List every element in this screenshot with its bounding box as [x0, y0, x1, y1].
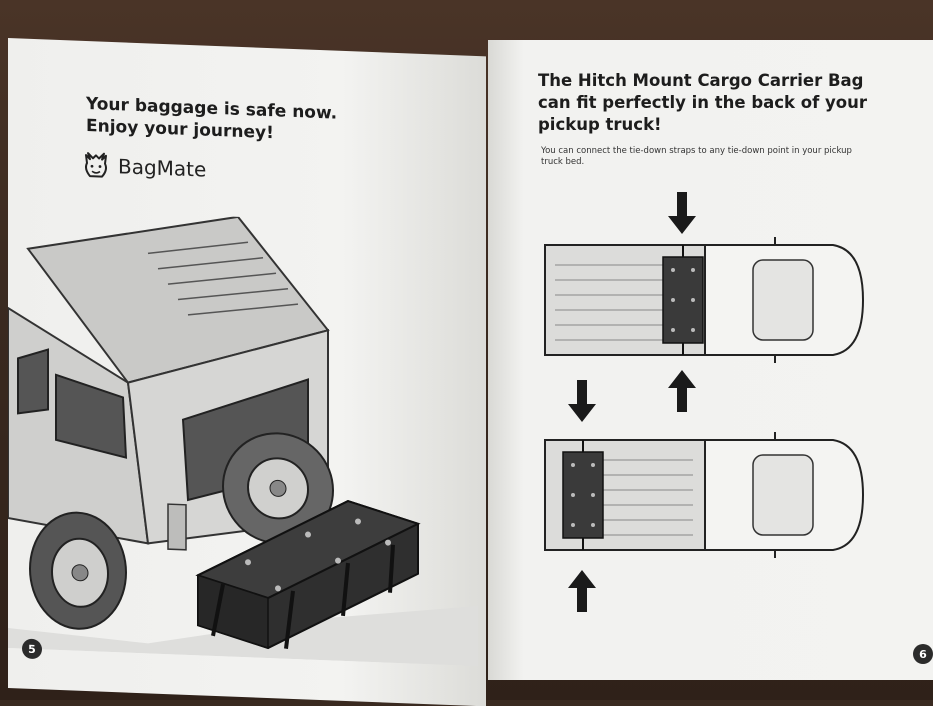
- up-arrow-icon: [568, 570, 596, 612]
- left-page: Your baggage is safe now. Enjoy your jou…: [8, 38, 486, 706]
- brand-name: BagMate: [118, 154, 207, 182]
- page-number-5: 5: [22, 638, 42, 660]
- right-headline: The Hitch Mount Cargo Carrier Bag can fi…: [538, 71, 867, 134]
- rhino-logo-icon: [85, 152, 107, 178]
- suv-illustration: [8, 215, 478, 667]
- down-arrow-icon: [568, 380, 596, 422]
- truck-diagram-top: [544, 237, 865, 363]
- left-headline: Your baggage is safe now. Enjoy your jou…: [86, 93, 338, 144]
- down-arrow-icon: [668, 192, 696, 234]
- page-number-6: 6: [913, 644, 933, 664]
- truck-diagram-bottom: [544, 432, 865, 558]
- brand-logo: BagMate: [80, 149, 206, 186]
- right-subtext: You can connect the tie-down straps to a…: [541, 146, 852, 167]
- up-arrow-icon: [668, 370, 696, 412]
- right-page: The Hitch Mount Cargo Carrier Bag can fi…: [488, 40, 933, 680]
